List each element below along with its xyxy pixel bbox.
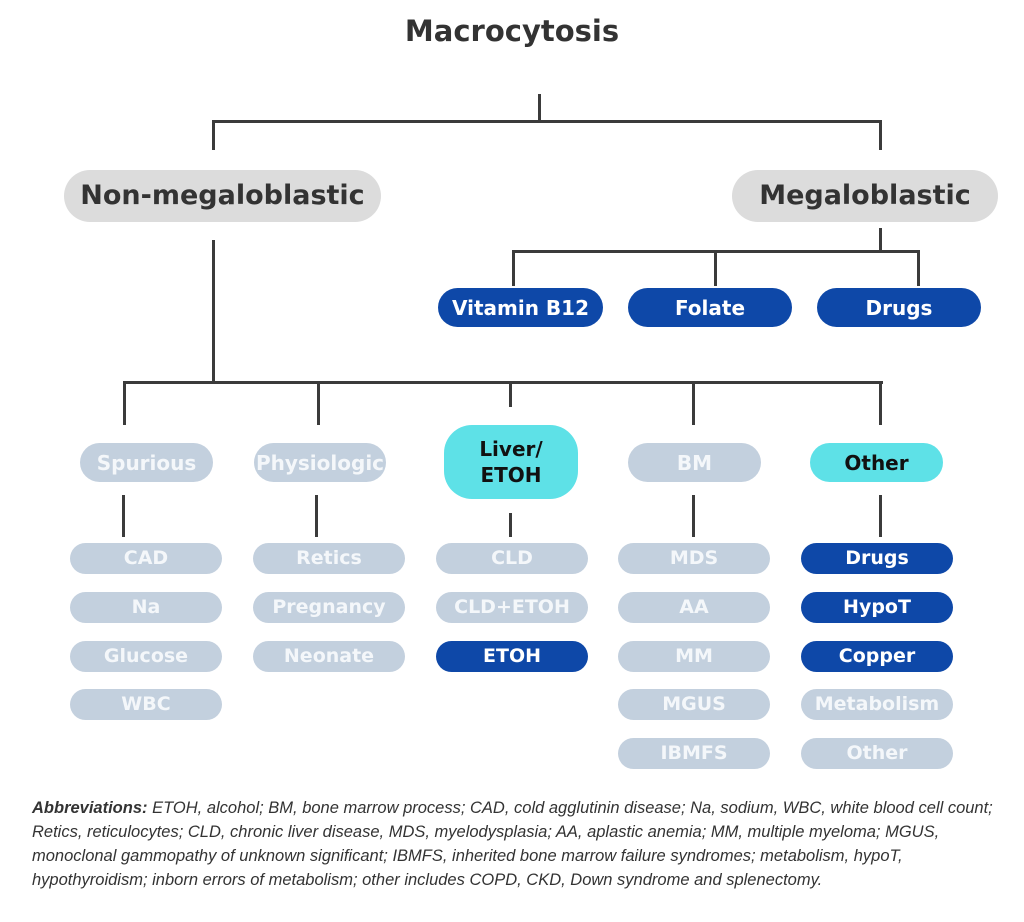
bm-item-mds: MDS: [618, 543, 770, 574]
megaloblastic-item-vitamin-b12: Vitamin B12: [438, 288, 603, 327]
other-item-drugs: Drugs: [801, 543, 953, 574]
bm-item-mm: MM: [618, 641, 770, 672]
connector: [692, 495, 695, 537]
category-liver-etoh: Liver/ ETOH: [444, 425, 578, 499]
connector: [122, 495, 125, 537]
abbreviations-text: ETOH, alcohol; BM, bone marrow process; …: [32, 799, 993, 889]
connector: [538, 94, 541, 122]
other-item-copper: Copper: [801, 641, 953, 672]
category-liver-label-line1: Liver/: [479, 437, 543, 461]
spurious-item-glucose: Glucose: [70, 641, 222, 672]
other-item-metabolism: Metabolism: [801, 689, 953, 720]
liver-item-etoh: ETOH: [436, 641, 588, 672]
connector: [879, 381, 882, 425]
megaloblastic-item-drugs: Drugs: [817, 288, 981, 327]
physiologic-item-retics: Retics: [253, 543, 405, 574]
connector: [212, 120, 215, 150]
megaloblastic-item-folate: Folate: [628, 288, 792, 327]
physiologic-item-pregnancy: Pregnancy: [253, 592, 405, 623]
connector: [509, 513, 512, 537]
connector: [692, 381, 695, 425]
spurious-item-cad: CAD: [70, 543, 222, 574]
connector: [512, 250, 515, 286]
liver-item-cld-etoh: CLD+ETOH: [436, 592, 588, 623]
category-physiologic: Physiologic: [254, 443, 386, 482]
connector: [917, 250, 920, 286]
connector: [879, 228, 882, 252]
connector: [212, 120, 882, 123]
physiologic-item-neonate: Neonate: [253, 641, 405, 672]
bm-item-ibmfs: IBMFS: [618, 738, 770, 769]
diagram-title: Macrocytosis: [404, 14, 620, 48]
connector: [879, 495, 882, 537]
connector: [879, 120, 882, 150]
spurious-item-wbc: WBC: [70, 689, 222, 720]
connector: [714, 250, 717, 286]
abbreviations-heading: Abbreviations:: [32, 799, 148, 817]
spurious-item-na: Na: [70, 592, 222, 623]
bm-item-aa: AA: [618, 592, 770, 623]
category-liver-label-line2: ETOH: [480, 463, 542, 487]
megaloblastic-node: Megaloblastic: [732, 170, 998, 222]
bm-item-mgus: MGUS: [618, 689, 770, 720]
connector: [315, 495, 318, 537]
abbreviations-note: Abbreviations: ETOH, alcohol; BM, bone m…: [32, 796, 994, 892]
non-megaloblastic-node: Non-megaloblastic: [64, 170, 381, 222]
other-item-other: Other: [801, 738, 953, 769]
connector: [317, 381, 320, 425]
connector: [123, 381, 883, 384]
connector: [509, 381, 512, 407]
category-bm: BM: [628, 443, 761, 482]
liver-item-cld: CLD: [436, 543, 588, 574]
connector: [212, 240, 215, 383]
category-spurious: Spurious: [80, 443, 213, 482]
connector: [123, 381, 126, 425]
other-item-hypot: HypoT: [801, 592, 953, 623]
category-other: Other: [810, 443, 943, 482]
